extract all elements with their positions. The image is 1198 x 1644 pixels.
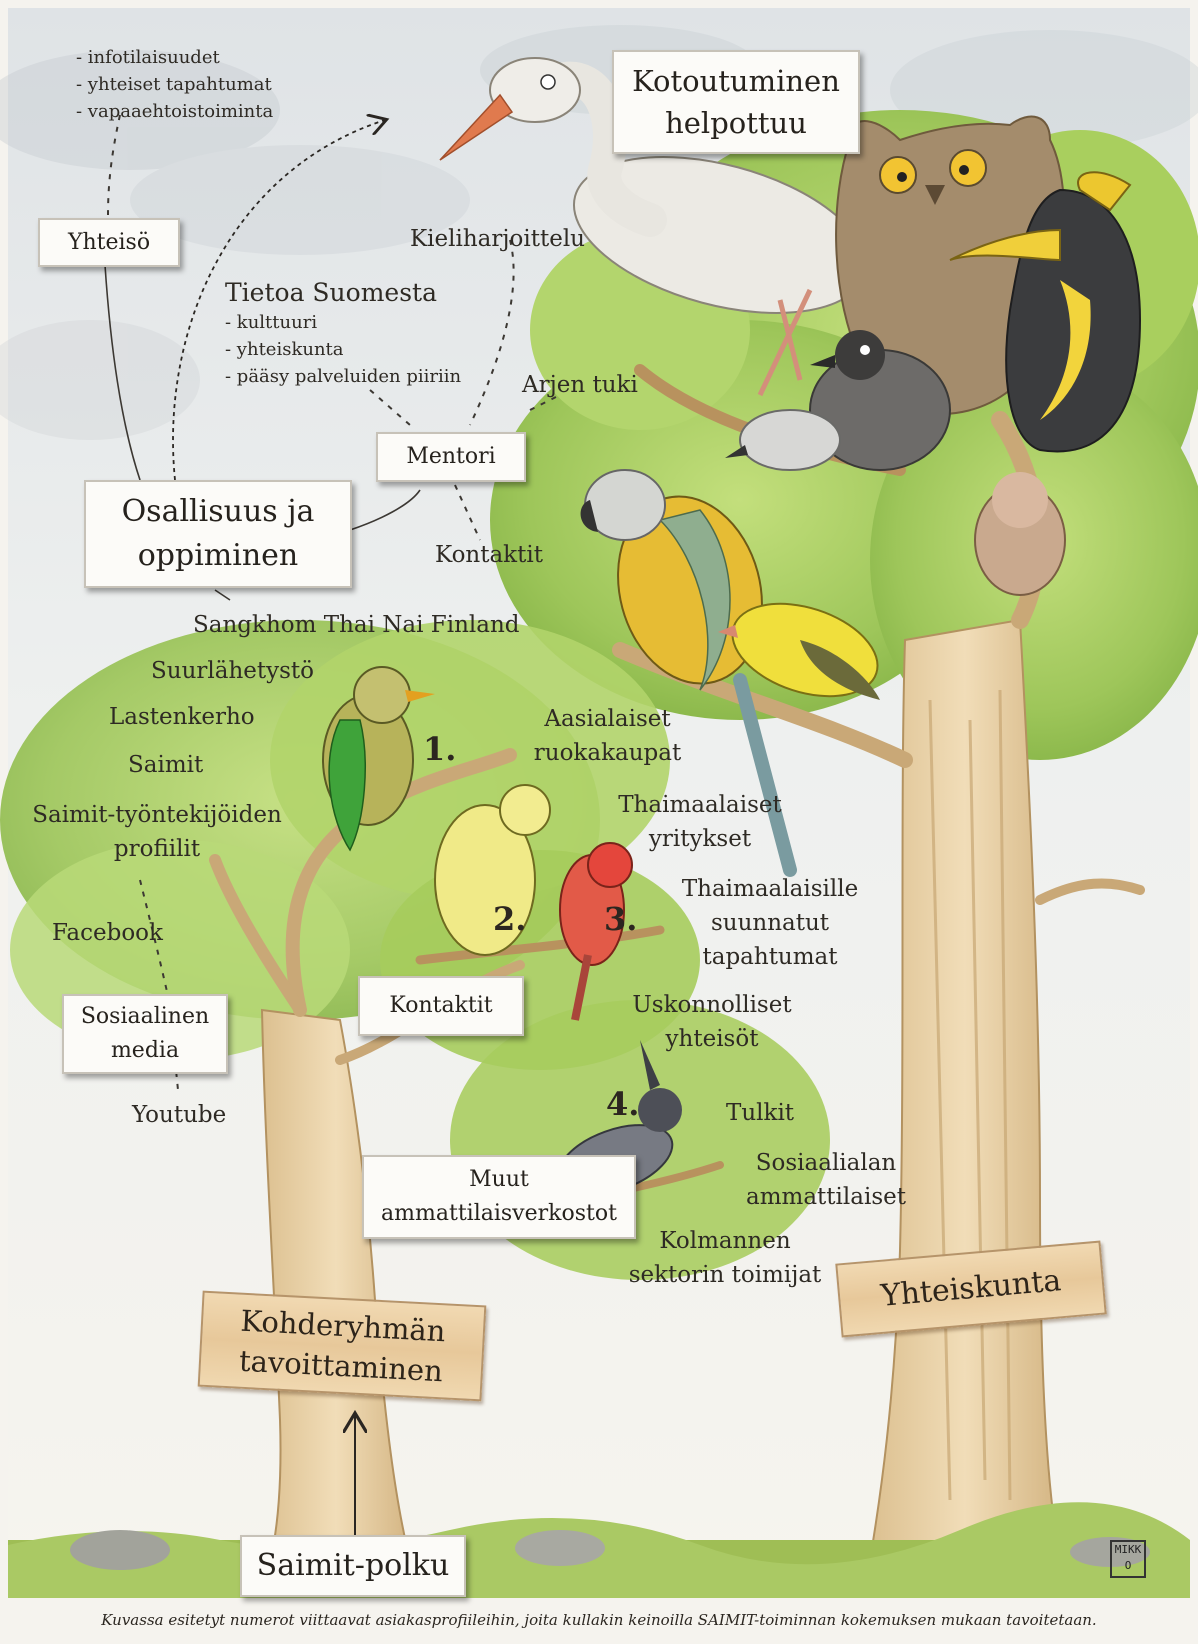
thai-companies-line1: Thaimaalaiset <box>610 788 790 822</box>
everyday-support-label: Arjen tuki <box>522 372 638 398</box>
finland-info-heading: Tietoa Suomesta <box>225 278 461 307</box>
target-group-sign: Kohderyhmän tavoittaminen <box>198 1291 487 1402</box>
community-item: - vapaaehtoistoiminta <box>76 98 273 125</box>
facebook-label: Facebook <box>52 920 163 946</box>
profile-number-4: 4. <box>606 1085 639 1123</box>
participation-line1: Osallisuus ja <box>86 490 350 534</box>
social-media-line1: Sosiaalinen <box>64 1000 226 1034</box>
community-card: Yhteisö <box>38 218 180 267</box>
profile-number-3: 3. <box>604 900 637 938</box>
social-media-line2: media <box>64 1034 226 1068</box>
third-sector-label: Kolmannen sektorin toimijat <box>620 1224 830 1292</box>
profile-number-2: 2. <box>493 900 526 938</box>
left-branch-item: Sangkhom Thai Nai Finland <box>193 612 520 638</box>
thai-events-label: Thaimaalaisille suunnatut tapahtumat <box>670 872 870 974</box>
profile-number-1: 1. <box>423 730 456 768</box>
community-item: - infotilaisuudet <box>76 44 273 71</box>
social-media-card: Sosiaalinen media <box>62 994 228 1074</box>
participation-card: Osallisuus ja oppiminen <box>84 480 352 588</box>
third-sector-line1: Kolmannen <box>620 1224 830 1258</box>
community-item: - yhteiset tapahtumat <box>76 71 273 98</box>
asian-stores-line1: Aasialaiset <box>520 702 695 736</box>
integration-card: Kotoutuminen helpottuu <box>612 50 860 154</box>
finland-info-items: - kulttuuri - yhteiskunta - pääsy palvel… <box>225 309 461 390</box>
integration-line2: helpottuu <box>614 102 858 144</box>
saimit-path-card: Saimit-polku <box>240 1535 466 1597</box>
caption: Kuvassa esitetyt numerot viittaavat asia… <box>0 1611 1198 1629</box>
finland-info: Tietoa Suomesta - kulttuuri - yhteiskunt… <box>225 278 461 390</box>
community-items: - infotilaisuudet - yhteiset tapahtumat … <box>76 44 273 125</box>
integration-line1: Kotoutuminen <box>614 60 858 102</box>
social-pros-line1: Sosiaalialan <box>736 1146 916 1180</box>
religious-label: Uskonnolliset yhteisöt <box>620 988 804 1056</box>
thai-companies-line2: yritykset <box>610 822 790 856</box>
profiles-line1: Saimit-työntekijöiden <box>24 798 290 832</box>
social-pros-line2: ammattilaiset <box>736 1180 916 1214</box>
youtube-label: Youtube <box>132 1102 226 1128</box>
mentor-card: Mentori <box>376 432 526 482</box>
thai-events-line2: suunnatut <box>670 906 870 940</box>
left-branch-item: Suurlähetystö <box>151 658 314 684</box>
left-branch-item: Saimit <box>128 752 203 778</box>
asian-stores-line2: ruokakaupat <box>520 736 695 770</box>
contacts-card: Kontaktit <box>358 976 524 1036</box>
other-networks-line2: ammattilaisverkostot <box>364 1197 634 1231</box>
third-sector-line2: sektorin toimijat <box>620 1258 830 1292</box>
finland-info-item: - yhteiskunta <box>225 336 461 363</box>
thai-events-line1: Thaimaalaisille <box>670 872 870 906</box>
religious-line1: Uskonnolliset <box>620 988 804 1022</box>
religious-line2: yhteisöt <box>620 1022 804 1056</box>
profiles-label: Saimit-työntekijöiden profiilit <box>24 798 290 866</box>
finland-info-item: - pääsy palveluiden piiriin <box>225 363 461 390</box>
thai-companies-label: Thaimaalaiset yritykset <box>610 788 790 856</box>
interpreters-label: Tulkit <box>726 1100 794 1126</box>
contacts-upper-label: Kontaktit <box>435 542 543 568</box>
participation-line2: oppiminen <box>86 534 350 578</box>
left-branch-item: Lastenkerho <box>109 704 255 730</box>
other-networks-line1: Muut <box>364 1163 634 1197</box>
thai-events-line3: tapahtumat <box>670 940 870 974</box>
artist-signature: MIKKO <box>1110 1540 1146 1578</box>
social-pros-label: Sosiaalialan ammattilaiset <box>736 1146 916 1214</box>
other-networks-card: Muut ammattilaisverkostot <box>362 1155 636 1239</box>
finland-info-item: - kulttuuri <box>225 309 461 336</box>
asian-stores-label: Aasialaiset ruokakaupat <box>520 702 695 770</box>
language-practice-label: Kieliharjoittelu <box>410 226 585 252</box>
profiles-line2: profiilit <box>24 832 290 866</box>
